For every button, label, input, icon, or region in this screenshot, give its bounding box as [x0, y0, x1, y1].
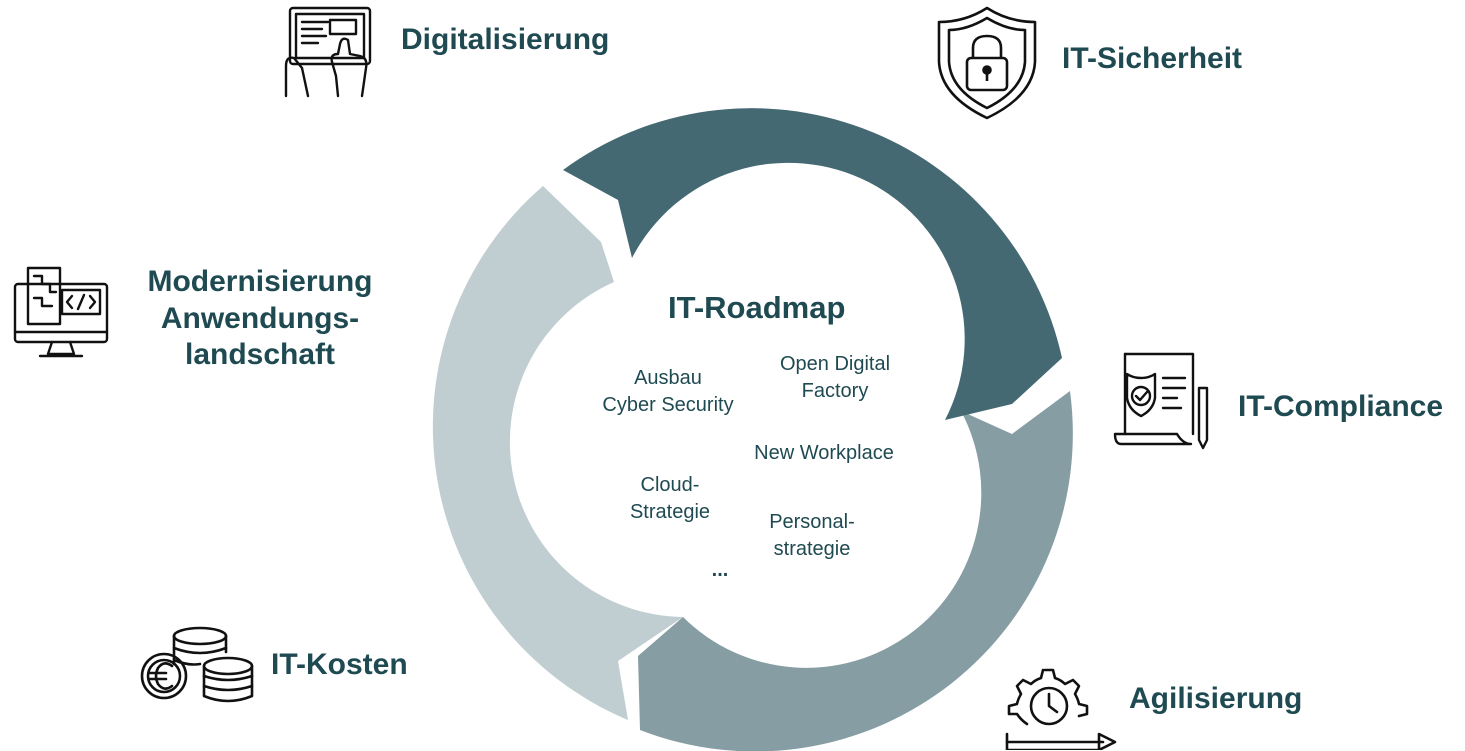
label-agilisierung: Agilisierung	[1129, 682, 1303, 715]
compliance-document-icon	[1111, 348, 1213, 450]
item-line: Cyber Security	[602, 394, 734, 416]
roadmap-item-cyber-security: Ausbau Cyber Security	[588, 365, 748, 419]
roadmap-item-cloud-strategie: Cloud- Strategie	[610, 472, 730, 526]
cycle-segment-dark	[563, 108, 1062, 420]
label-it-compliance: IT-Compliance	[1238, 390, 1444, 423]
label-digitalisierung: Digitalisierung	[401, 23, 610, 56]
euro-coins-icon	[140, 624, 256, 704]
item-line: strategie	[773, 538, 851, 560]
center-title: IT-Roadmap	[668, 290, 846, 325]
roadmap-item-more: ...	[690, 557, 750, 584]
label-it-sicherheit: IT-Sicherheit	[1062, 42, 1243, 75]
item-line: Open Digital	[779, 353, 891, 375]
item-line: Strategie	[629, 501, 711, 523]
code-monitor-icon	[12, 266, 110, 362]
label-line: Modernisierung	[147, 265, 373, 298]
touch-tablet-icon	[282, 4, 378, 99]
roadmap-item-new-workplace: New Workplace	[734, 440, 914, 467]
item-line: New Workplace	[754, 442, 894, 464]
item-line: Ausbau	[634, 367, 702, 389]
item-line: ...	[711, 559, 729, 581]
item-line: Cloud-	[640, 474, 700, 496]
label-modernisierung: Modernisierung Anwendungs- landschaft	[120, 264, 400, 374]
shield-lock-icon	[935, 4, 1040, 122]
label-it-kosten: IT-Kosten	[271, 648, 408, 681]
roadmap-item-personalstrategie: Personal- strategie	[752, 509, 872, 563]
gear-clock-arrow-icon	[1003, 666, 1121, 750]
item-line: Personal-	[769, 511, 855, 533]
roadmap-item-digital-factory: Open Digital Factory	[760, 351, 910, 405]
cycle-segment-mid	[638, 391, 1073, 751]
label-line: landschaft	[184, 338, 336, 372]
label-line: Anwendungs-	[160, 301, 360, 335]
item-line: Factory	[801, 380, 869, 402]
cycle-segment-light	[432, 186, 683, 720]
